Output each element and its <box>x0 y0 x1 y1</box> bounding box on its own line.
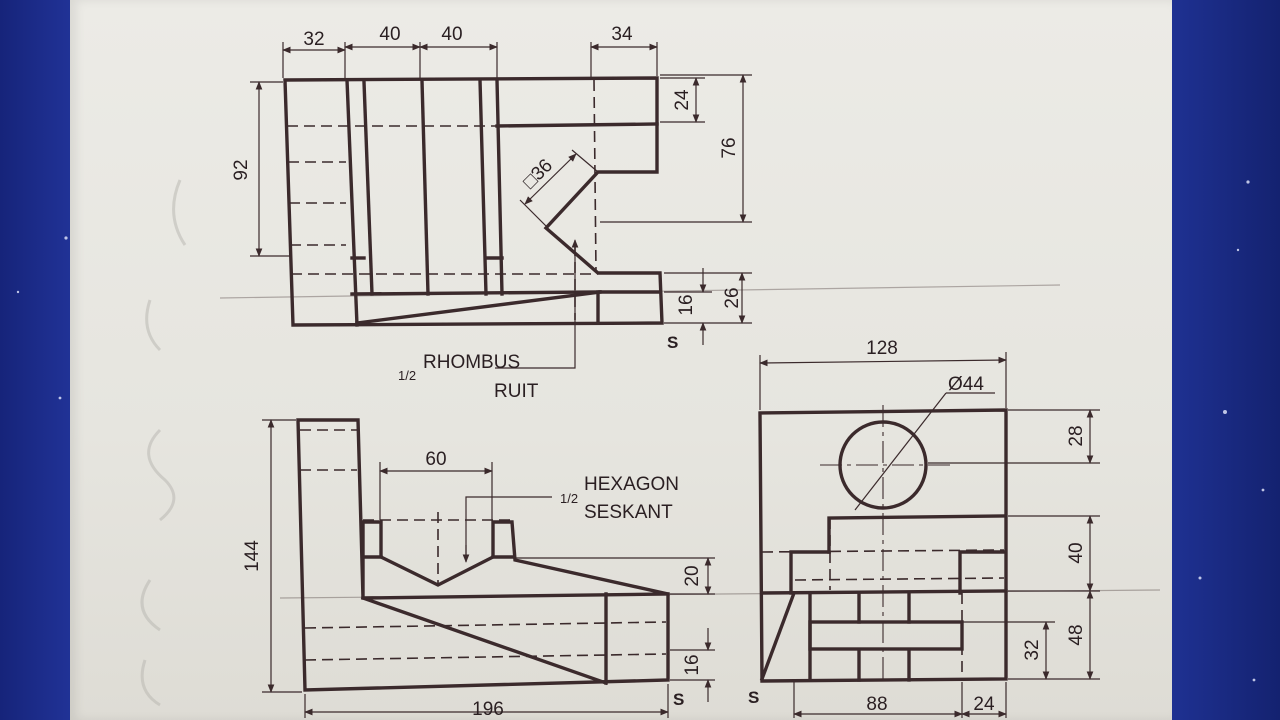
hexagon-label: HEXAGON <box>584 474 679 495</box>
hexagon-fraction: 1/2 <box>560 491 578 506</box>
dim-top-76: 76 <box>719 137 740 158</box>
dim-front-60: 60 <box>425 449 446 470</box>
s-marker-side: S <box>748 688 759 707</box>
dim-side-diameter-44: Ø44 <box>948 374 984 395</box>
dim-side-24: 24 <box>973 694 995 715</box>
dim-front-20: 20 <box>682 565 703 586</box>
pencil-marks <box>140 179 187 707</box>
dim-side-48: 48 <box>1066 624 1087 645</box>
seskant-label: SESKANT <box>584 502 673 523</box>
dim-side-32: 32 <box>1022 639 1043 660</box>
background-specks <box>16 180 1265 682</box>
dim-top-16: 16 <box>676 294 697 315</box>
dim-top-26: 26 <box>722 287 743 308</box>
front-view-dimensions: 60 144 20 16 S 196 1/2 HEXAGON SESKANT <box>242 419 715 720</box>
dim-side-28: 28 <box>1066 425 1087 446</box>
dim-top-34: 34 <box>611 24 633 45</box>
side-view <box>758 405 1008 683</box>
dim-top-32: 32 <box>303 29 324 50</box>
ruit-label: RUIT <box>494 381 539 402</box>
dim-side-40: 40 <box>1066 542 1087 563</box>
dim-top-92: 92 <box>231 159 252 180</box>
dim-side-128: 128 <box>866 338 898 359</box>
dim-top-24: 24 <box>672 89 693 111</box>
side-view-dimensions: 128 Ø44 28 40 48 32 S 88 24 <box>748 338 1100 718</box>
rhombus-label: RHOMBUS <box>423 352 520 373</box>
dim-top-40b: 40 <box>441 24 462 45</box>
dim-side-88: 88 <box>866 694 887 715</box>
dim-top-40a: 40 <box>379 24 400 45</box>
s-marker-top: S <box>667 333 678 352</box>
blue-background-right <box>1165 0 1280 720</box>
top-view-dimensions: 32 40 40 34 24 76 92 □36 16 26 S 1/2 RHO… <box>231 24 752 402</box>
front-view <box>296 418 670 692</box>
dim-top-square36: □36 <box>519 155 557 193</box>
blue-background-left <box>0 0 80 720</box>
top-view <box>283 76 664 327</box>
s-marker-front: S <box>673 690 684 709</box>
dim-front-196: 196 <box>472 699 504 720</box>
dim-front-16: 16 <box>682 654 703 675</box>
dim-front-144: 144 <box>242 540 263 572</box>
rhombus-fraction: 1/2 <box>398 368 416 383</box>
